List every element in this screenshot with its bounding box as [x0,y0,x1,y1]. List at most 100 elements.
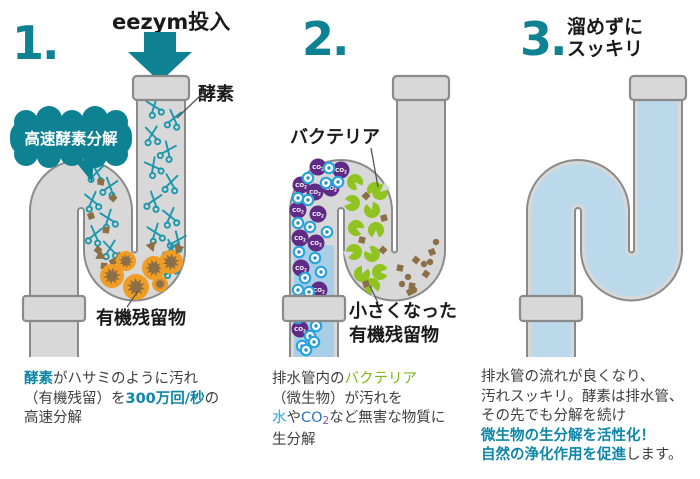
pipe-outlet-collar [518,294,584,323]
residue-particle [380,214,388,222]
step3-number: 3. [520,12,568,66]
water-bubble-icon [309,319,323,333]
svg-text:CO2: CO2 [310,241,322,248]
enzyme-label: 酵素 [198,84,234,105]
water-bubble-icon [291,191,305,205]
scissors-icon [161,173,179,195]
co2-molecule-icon: CO2 [291,229,309,247]
scissors-icon [143,156,165,180]
pipe-step1 [21,74,204,357]
scissors-icon [99,176,119,199]
caption-segment: 水 [272,410,287,426]
bacteria-icon [347,174,365,193]
water-bubble-icon [299,343,313,357]
caption-segment: 排水管の流れが良くなり、 汚れスッキリ。酵素は排水管、 その先でも分解を続け [481,369,684,424]
water-bubble-icon [314,265,328,279]
residue-particle [432,238,440,246]
pipe-step3 [518,74,688,357]
water-bubble-icon [331,175,345,189]
residue-particle [427,247,437,257]
scissors-icon [84,190,103,213]
water-bubble-icon [322,161,336,175]
scissors-icon [162,206,181,229]
svg-text:CO2: CO2 [295,183,307,190]
caption-segment: 排水管内の [272,371,345,387]
panel-step1: 1. eezym投入 酵素 高速酵素分解 有機残留物 酵素がハサミのように汚れ … [0,0,240,479]
water-bubble-icon [303,220,317,234]
scissors-icon [102,239,120,261]
bacteria-icon [372,182,391,200]
residue-particle [404,273,412,281]
caption-segment: がハサミのように汚れ （有機残留）を [24,371,198,407]
svg-text:CO2: CO2 [335,168,347,175]
pipe-inlet-collar [391,74,451,102]
caption-segment: の 高速分解 [24,390,220,427]
residue-particle [361,279,371,289]
organic-residue-clump [116,251,136,271]
residue-label: 有機残留物 [96,308,186,329]
scissors-icon [144,125,162,147]
bacteria-icon [361,243,380,262]
svg-text:CO2: CO2 [309,190,321,197]
scatter-step1 [84,96,187,300]
scissors-icon [156,140,177,163]
residue-particle [95,249,106,260]
pipe-outlet-collar [21,294,87,323]
scissors-icon [84,224,103,247]
small-residue-label: 小さくなった 有機残留物 [349,301,457,346]
step1-caption: 酵素がハサミのように汚れ （有機残留）を300万回/秒の 高速分解 [24,370,229,429]
svg-text:CO2: CO2 [292,208,304,215]
step3-caption: 排水管の流れが良くなり、 汚れスッキリ。酵素は排水管、 その先でも分解を続け 微… [481,368,693,466]
caption-segment: 300万回/秒 [125,390,205,407]
water-bubble-icon [291,283,305,297]
speech-cloud: 高速酵素分解 [10,106,132,182]
residue-particle [174,243,185,255]
step2-caption: 排水管内のバクテリア （微生物）が汚れを 水やCO2など無害な物質に 生分解 [272,370,462,451]
bacteria-label: バクテリア [290,127,380,148]
step1-number: 1. [12,16,60,70]
svg-text:CO2: CO2 [325,186,337,193]
caption-segment: など無害な物質に 生分解 [272,410,446,449]
residue-particle [108,193,118,203]
water-bubble-icon [320,225,334,239]
residue-pointer-line [126,290,139,308]
residue-particle [421,269,431,279]
caption-segment: （微生物）が汚れを [272,390,403,407]
svg-text:CO2: CO2 [295,266,307,273]
step1-pour-label: eezym投入 [112,10,231,34]
organic-residue-clump [152,276,168,292]
svg-text:CO2: CO2 [294,236,306,243]
water-bubble-icon [319,176,333,190]
residue-particle [358,236,366,244]
water-bubble-icon [308,251,322,265]
clean-water-fill [531,98,678,357]
bacteria-icon [372,264,391,280]
caption-segment: 酵素 [24,371,53,387]
pipe-outlet-collar [281,294,347,323]
residue-particle [97,178,105,186]
caption-segment: します。 [626,447,683,463]
step2-number: 2. [302,12,350,66]
bacteria-pointer-line [370,147,379,188]
water-bubble-icon [307,335,321,349]
residue-particle [86,211,96,221]
pour-arrow-icon [128,32,192,82]
svg-text:CO2: CO2 [312,165,324,172]
pipe-inlet-collar [131,74,191,102]
co2-molecule-icon: CO2 [332,161,350,179]
water-bubble-icon [301,193,315,207]
organic-residue-clump [100,264,124,288]
caption-segment: バクテリア [344,371,418,387]
svg-text:CO2: CO2 [312,212,324,219]
water-bubble-icon [292,245,306,259]
co2-molecule-icon: CO2 [307,234,325,252]
svg-text:CO2: CO2 [313,288,325,295]
step3-heading: 溜めずに スッキリ [567,16,644,60]
residue-particle [426,258,434,266]
caption-segment: 微生物の生分解を活性化！ 自然の浄化作用を促進 [481,427,655,464]
bacteria-icon [364,199,380,218]
pipe-inlet-collar [628,74,688,102]
water-bubble-icon [298,271,312,285]
caption-segment: や [286,410,302,426]
